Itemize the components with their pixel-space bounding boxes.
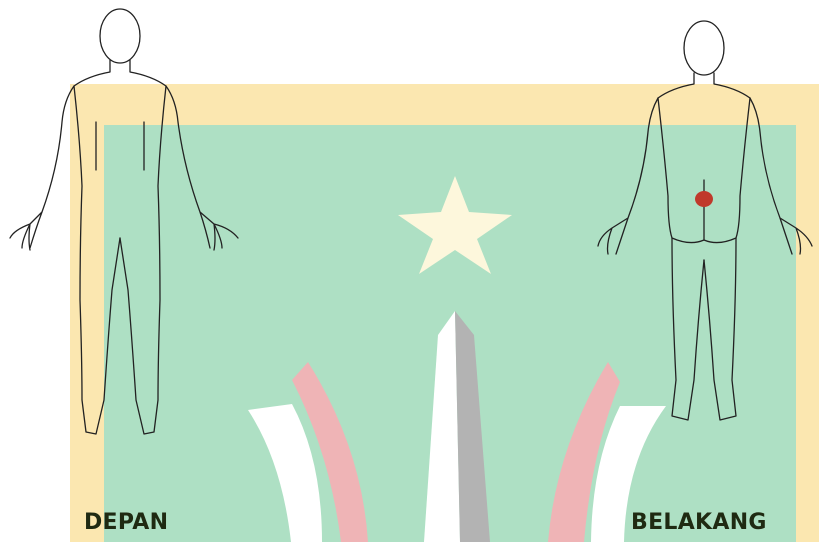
- pain-marker: [695, 191, 713, 207]
- back-view-label: BELAKANG: [631, 510, 767, 535]
- front-view-label: DEPAN: [84, 510, 168, 535]
